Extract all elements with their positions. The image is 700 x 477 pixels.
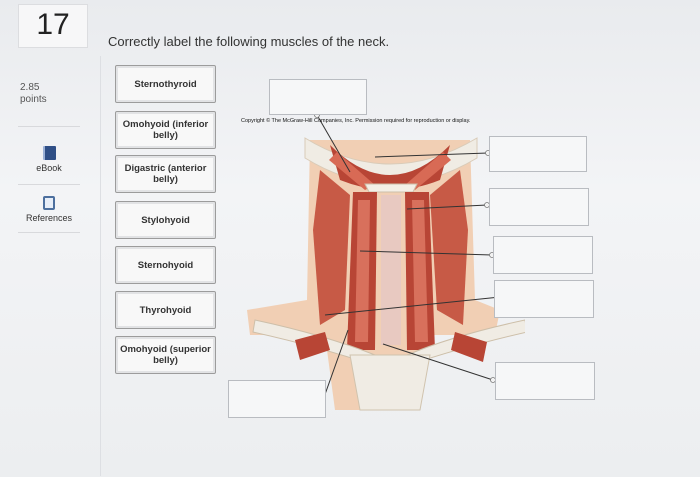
references-icon xyxy=(43,196,55,210)
sternohyoid-highlight-right xyxy=(412,200,428,342)
drop-target-5[interactable] xyxy=(494,280,594,318)
sternohyoid-highlight xyxy=(355,200,370,342)
drop-target-3[interactable] xyxy=(489,188,589,226)
drop-target-4[interactable] xyxy=(493,236,593,274)
digastric-muscle xyxy=(329,152,375,190)
references-label: References xyxy=(25,213,73,223)
sidebar-separator xyxy=(18,126,80,127)
question-instructions: Correctly label the following muscles of… xyxy=(108,34,390,49)
figure-copyright: Copyright © The McGraw-Hill Companies, I… xyxy=(241,118,471,124)
points-value: 2.85 xyxy=(20,82,40,93)
label-omohyoid-inferior[interactable]: Omohyoid (inferior belly) xyxy=(115,111,216,149)
sidebar-divider xyxy=(100,56,101,476)
question-number: 17 xyxy=(18,4,88,48)
leader-lines xyxy=(316,114,501,401)
drop-target-1[interactable] xyxy=(269,79,367,115)
label-digastric-anterior[interactable]: Digastric (anterior belly) xyxy=(115,155,216,193)
drop-target-7[interactable] xyxy=(228,380,326,418)
label-sternohyoid[interactable]: Sternohyoid xyxy=(115,246,216,284)
label-stylohyoid[interactable]: Stylohyoid xyxy=(115,201,216,239)
label-omohyoid-superior[interactable]: Omohyoid (superior belly) xyxy=(115,336,216,374)
points-unit: points xyxy=(20,94,47,105)
trachea xyxy=(381,195,401,345)
neck-muscles-diagram xyxy=(247,112,525,411)
points-display: 2.85 points xyxy=(20,82,47,106)
digastric-muscle-right xyxy=(405,152,451,190)
hyoid-bone xyxy=(364,183,418,193)
sidebar-separator xyxy=(18,184,80,185)
scm-left xyxy=(313,170,350,325)
book-icon xyxy=(42,146,56,160)
references-button[interactable]: References xyxy=(18,196,80,223)
scm-right xyxy=(430,170,468,325)
ebook-button[interactable]: eBook xyxy=(18,146,80,173)
drop-target-6[interactable] xyxy=(495,362,595,400)
ebook-label: eBook xyxy=(36,163,62,173)
sternum xyxy=(349,354,431,411)
label-thyrohyoid[interactable]: Thyrohyoid xyxy=(115,291,216,329)
label-sternothyroid[interactable]: Sternothyroid xyxy=(115,65,216,103)
drop-target-2[interactable] xyxy=(489,136,587,172)
omohyoid-inferior-right xyxy=(451,332,487,362)
sidebar-separator xyxy=(18,232,80,233)
omohyoid-inferior-left xyxy=(295,332,330,360)
